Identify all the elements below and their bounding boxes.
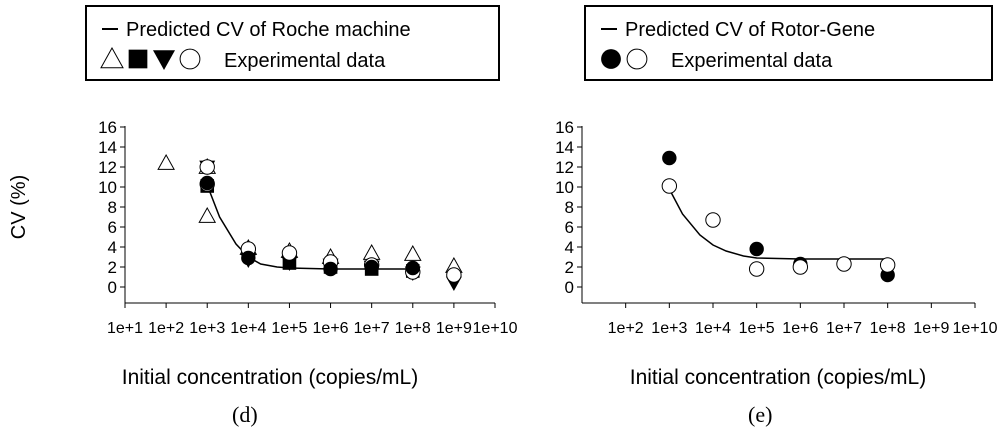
data-point-filled-inverted-triangle (281, 256, 298, 271)
x-tick-label: 1e+6 (313, 320, 349, 337)
y-tick-label: 16 (98, 118, 117, 137)
y-tick-label: 4 (108, 238, 117, 257)
legend-marker-filled-circle (601, 49, 621, 69)
x-axis-label: Initial concentration (copies/mL) (630, 366, 926, 389)
legend-marker-filled-square (128, 49, 148, 69)
legend-box (85, 5, 500, 81)
x-tick-label: 1e+6 (782, 320, 818, 337)
x-tick-label: 1e+4 (695, 320, 731, 337)
x-tick-label: 1e+2 (608, 320, 644, 337)
y-tick-label: 14 (555, 138, 574, 157)
panel-label-d: (d) (232, 402, 258, 427)
y-tick-label: 8 (108, 198, 117, 217)
y-tick-label: 6 (565, 218, 574, 237)
data-point-filled-circle (241, 250, 256, 266)
data-point-filled-circle (662, 150, 677, 166)
legend: Predicted CV of Roche machineExperimenta… (85, 5, 500, 81)
y-tick-label: 16 (555, 118, 574, 137)
x-tick-label: 1e+8 (395, 320, 431, 337)
legend-line-label: Predicted CV of Rotor-Gene (625, 19, 875, 41)
x-tick-label: 1e+5 (271, 320, 307, 337)
y-axis-label: CV (%) (8, 175, 30, 239)
data-point-open-circle (879, 257, 896, 273)
data-point-open-circle (661, 178, 678, 194)
legend-box (584, 5, 993, 81)
x-tick-label: 1e+9 (436, 320, 472, 337)
data-point-filled-circle (405, 260, 420, 276)
legend-marker-open-circle (626, 48, 648, 70)
legend-marker-open-triangle (100, 46, 124, 69)
data-point-open-circle (705, 212, 721, 228)
fit-line (668, 188, 888, 260)
x-tick-label: 1e+10 (953, 320, 998, 337)
y-tick-label: 14 (98, 138, 117, 157)
x-tick-label: 1e+10 (473, 320, 518, 337)
data-point-filled-circle (323, 261, 338, 277)
y-tick-label: 10 (98, 178, 117, 197)
data-point-open-triangle (362, 243, 381, 260)
x-tick-label: 1e+3 (651, 320, 687, 337)
y-tick-label: 12 (98, 158, 117, 177)
data-point-open-circle (446, 267, 462, 283)
y-tick-label: 4 (565, 238, 574, 257)
legend-line-label: Predicted CV of Roche machine (126, 19, 411, 41)
y-tick-label: 10 (555, 178, 574, 197)
x-tick-label: 1e+8 (870, 320, 906, 337)
panel-label-e: (e) (748, 402, 773, 427)
data-point-open-circle (281, 245, 298, 261)
data-point-open-triangle (198, 206, 217, 223)
data-point-open-circle (792, 259, 809, 275)
y-tick-label: 0 (565, 278, 574, 297)
data-point-open-triangle (403, 244, 422, 261)
x-tick-label: 1e+7 (826, 320, 862, 337)
x-tick-label: 1e+2 (148, 320, 184, 337)
x-tick-label: 1e+4 (230, 320, 266, 337)
y-tick-label: 12 (555, 158, 574, 177)
legend-marker-label: Experimental data (224, 50, 386, 72)
y-tick-label: 2 (108, 258, 117, 277)
data-point-filled-circle (749, 241, 764, 257)
data-point-open-circle (199, 159, 215, 175)
y-tick-label: 8 (565, 198, 574, 217)
data-point-open-circle (748, 261, 765, 277)
x-tick-label: 1e+7 (354, 320, 390, 337)
fit-line (206, 184, 413, 270)
x-tick-label: 1e+9 (913, 320, 949, 337)
legend-marker-filled-inverted-triangle (153, 50, 175, 70)
y-tick-label: 0 (108, 278, 117, 297)
legend-marker-open-circle (179, 48, 201, 70)
x-axis-label: Initial concentration (copies/mL) (122, 366, 418, 389)
legend-marker-label: Experimental data (671, 50, 833, 72)
x-tick-label: 1e+3 (189, 320, 225, 337)
x-tick-label: 1e+5 (739, 320, 775, 337)
data-point-open-triangle (157, 153, 175, 170)
x-tick-label: 1e+1 (107, 320, 143, 337)
chart-panel-d: Predicted CV of Roche machineExperimenta… (8, 5, 518, 389)
y-tick-label: 2 (565, 258, 574, 277)
data-point-filled-circle (200, 175, 215, 191)
y-tick-label: 6 (108, 218, 117, 237)
data-point-filled-circle (364, 259, 379, 275)
data-point-open-circle (836, 256, 852, 272)
